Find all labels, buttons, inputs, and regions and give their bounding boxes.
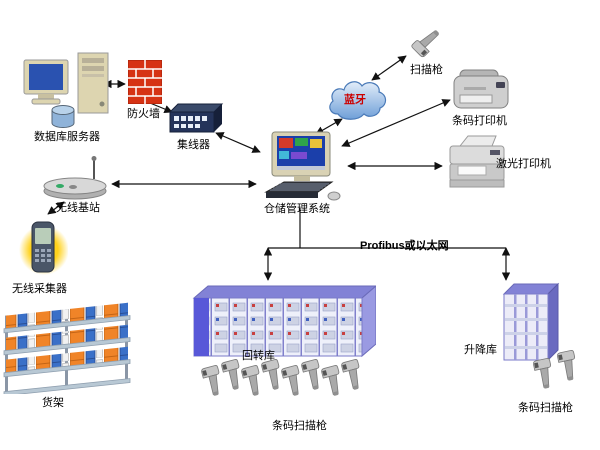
wms-computer-icon [264, 131, 341, 201]
lift-label: 升降库 [464, 344, 497, 356]
wireless-collector-label: 无线采集器 [12, 283, 67, 295]
barcode-scanner-icon [410, 25, 444, 59]
wireless-collector-icon [19, 221, 68, 275]
barcode-printer-label: 条码打印机 [452, 115, 507, 127]
wireless-station-icon [43, 156, 107, 200]
link-wms-barcode-printer [341, 99, 451, 147]
barcode-scanner-icon [300, 358, 326, 392]
hub-icon [168, 103, 224, 133]
firewall-node [128, 60, 162, 104]
barcode-scanner-icon [340, 358, 360, 392]
wireless-station-label: 无线基站 [56, 202, 100, 214]
link-station-collector [47, 201, 65, 215]
database-server-icon [23, 52, 109, 128]
barcode-scanner-icon [260, 358, 286, 392]
barcode-scanner-icon [556, 349, 580, 383]
wms-label: 仓储管理系统 [264, 203, 330, 215]
cloud-node [326, 78, 388, 124]
firewall-label: 防火墙 [127, 108, 160, 120]
barcode-scanner-icon [320, 364, 346, 398]
network-bus-label: Profibus或以太网 [360, 240, 449, 252]
scanners-bottom-node [190, 352, 360, 420]
cloud-icon [329, 81, 387, 120]
scanner-top-label: 扫描枪 [410, 64, 443, 76]
scanners-bottom-label: 条码扫描枪 [272, 420, 327, 432]
hub-node [164, 102, 224, 136]
laser-printer-node [446, 134, 510, 190]
laser-printer-label: 激光打印机 [496, 158, 551, 170]
carousel-node [182, 282, 376, 360]
barcode-scanner-icon [200, 364, 226, 398]
wireless-collector-node [18, 216, 68, 282]
barcode-printer-node [452, 68, 512, 114]
barcode-scanner-icon [532, 357, 556, 391]
barcode-scanner-row [200, 358, 360, 398]
barcode-scanner-icon [220, 358, 246, 392]
carousel-label: 回转库 [242, 350, 275, 362]
link-firewall-hub [149, 102, 173, 114]
scanners-right-label: 条码扫描枪 [518, 402, 573, 414]
database-server-node [22, 52, 118, 132]
wms-computer-node [258, 130, 344, 206]
scanner-top-node [402, 20, 450, 64]
wireless-station-node [42, 155, 108, 201]
shelf-label: 货架 [42, 397, 64, 409]
lift-node [500, 282, 562, 364]
lift-storage-icon [502, 282, 560, 362]
cloud-label: 蓝牙 [344, 94, 366, 106]
scanners-right-node [524, 346, 580, 404]
database-server-label: 数据库服务器 [34, 131, 100, 143]
barcode-scanner-icon [280, 364, 306, 398]
link-cloud-scanner [371, 55, 407, 81]
barcode-printer-icon [453, 69, 509, 109]
firewall-icon [128, 60, 162, 104]
barcode-scanner-icon [240, 364, 266, 398]
shelf-node [2, 298, 132, 394]
hub-label: 集线器 [177, 139, 210, 151]
laser-printer-icon [449, 135, 505, 188]
carousel-storage-icon [192, 285, 376, 358]
shelf-rack-icon [3, 302, 131, 394]
link-hub-wms [215, 132, 261, 153]
barcode-scanner-pair [532, 349, 580, 391]
